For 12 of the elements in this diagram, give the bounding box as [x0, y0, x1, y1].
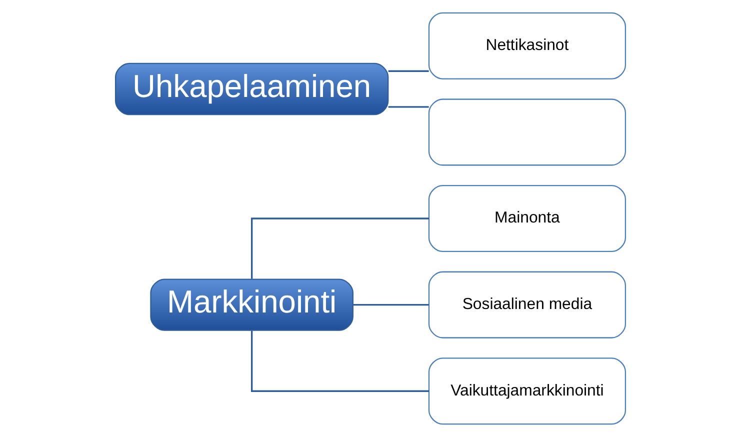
- node-box: Markkinointi: [150, 278, 354, 331]
- node-box: [428, 98, 626, 166]
- node-box: Sosiaalinen media: [428, 271, 626, 338]
- connector: [388, 70, 429, 72]
- node-box: Uhkapelaaminen: [114, 62, 389, 116]
- node-box: Vaikuttajamarkkinointi: [428, 358, 626, 425]
- connector: [250, 330, 429, 392]
- connector: [353, 304, 429, 306]
- connector: [388, 106, 429, 108]
- node-box: Mainonta: [428, 185, 626, 252]
- connector: [250, 218, 429, 279]
- node-box: Nettikasinot: [428, 12, 626, 80]
